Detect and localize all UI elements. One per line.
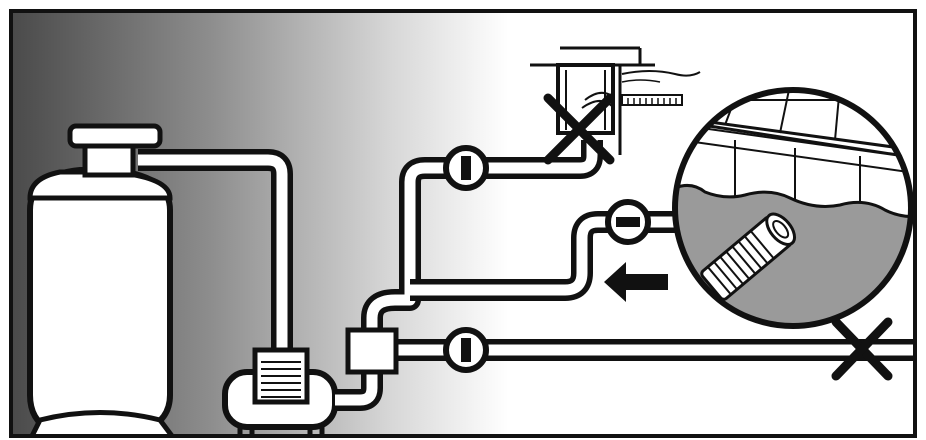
- return-line-blocked-x: [831, 317, 893, 381]
- pump-inlet-pipe: [335, 350, 383, 411]
- return-line-valve[interactable]: [443, 327, 489, 373]
- skimmer-line: [361, 140, 603, 340]
- main-drain-line: [410, 211, 700, 301]
- filter-outlet-pipe: [138, 149, 293, 355]
- filter-tank: [27, 123, 176, 436]
- pump: [222, 347, 338, 436]
- diagram-frame: [9, 9, 917, 438]
- skimmer-line-valve[interactable]: [443, 145, 489, 191]
- valve-block: [345, 327, 399, 375]
- skimmer-blocked-x: [543, 93, 615, 165]
- arrow-left-icon: [604, 262, 668, 302]
- main-drain-line-valve[interactable]: [605, 199, 651, 245]
